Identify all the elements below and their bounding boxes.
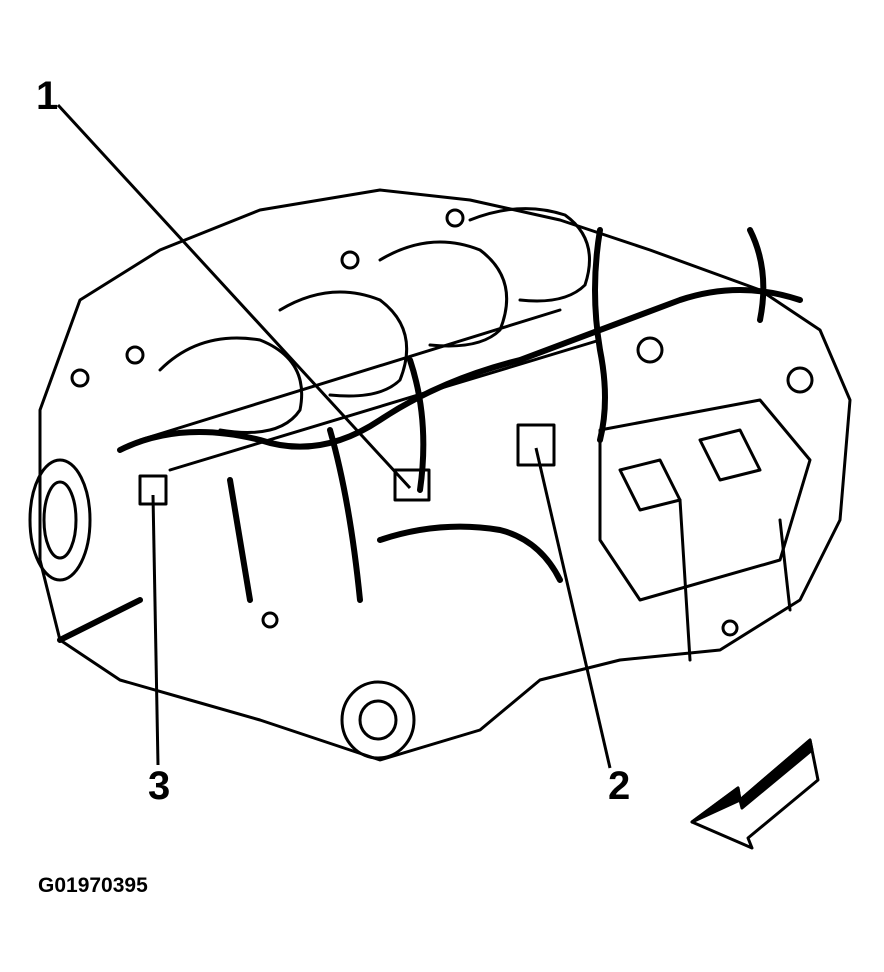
connector-1	[393, 468, 431, 502]
leader-line-3	[151, 494, 160, 766]
crank-pulley	[340, 680, 416, 760]
callout-2: 2	[608, 764, 631, 808]
figure-id: G01970395	[38, 874, 148, 897]
valve-cover-right	[598, 398, 812, 662]
callout-3: 3	[148, 764, 171, 808]
leader-line-2	[534, 447, 612, 769]
callout-1: 1	[36, 74, 59, 118]
connector-2	[516, 423, 556, 467]
front-direction-arrow-icon	[690, 738, 820, 850]
leader-line-1	[56, 103, 412, 490]
engine-block-outline	[38, 188, 852, 762]
intake-manifold	[138, 207, 602, 472]
wiring-harness	[57, 227, 803, 643]
throttle-body	[28, 458, 92, 582]
